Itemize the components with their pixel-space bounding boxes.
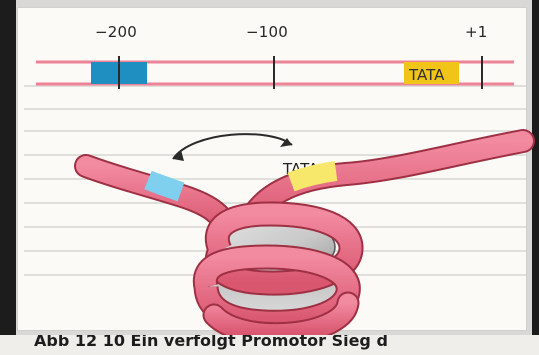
- caption-strip: Abb 12 10 Ein verfolgt Promotor Sieg d: [0, 335, 539, 355]
- looping-arrow-curve: [173, 134, 292, 159]
- tata-box-label: TATA: [408, 66, 445, 84]
- looped-tata-box: [291, 171, 336, 182]
- caption-fragment: Abb 12 10 Ein verfolgt Promotor Sieg d: [34, 335, 388, 350]
- dna-nucleosome-loop: [86, 141, 523, 334]
- looped-upstream-element: [148, 180, 181, 192]
- linear-dna-map: TATA: [36, 56, 514, 89]
